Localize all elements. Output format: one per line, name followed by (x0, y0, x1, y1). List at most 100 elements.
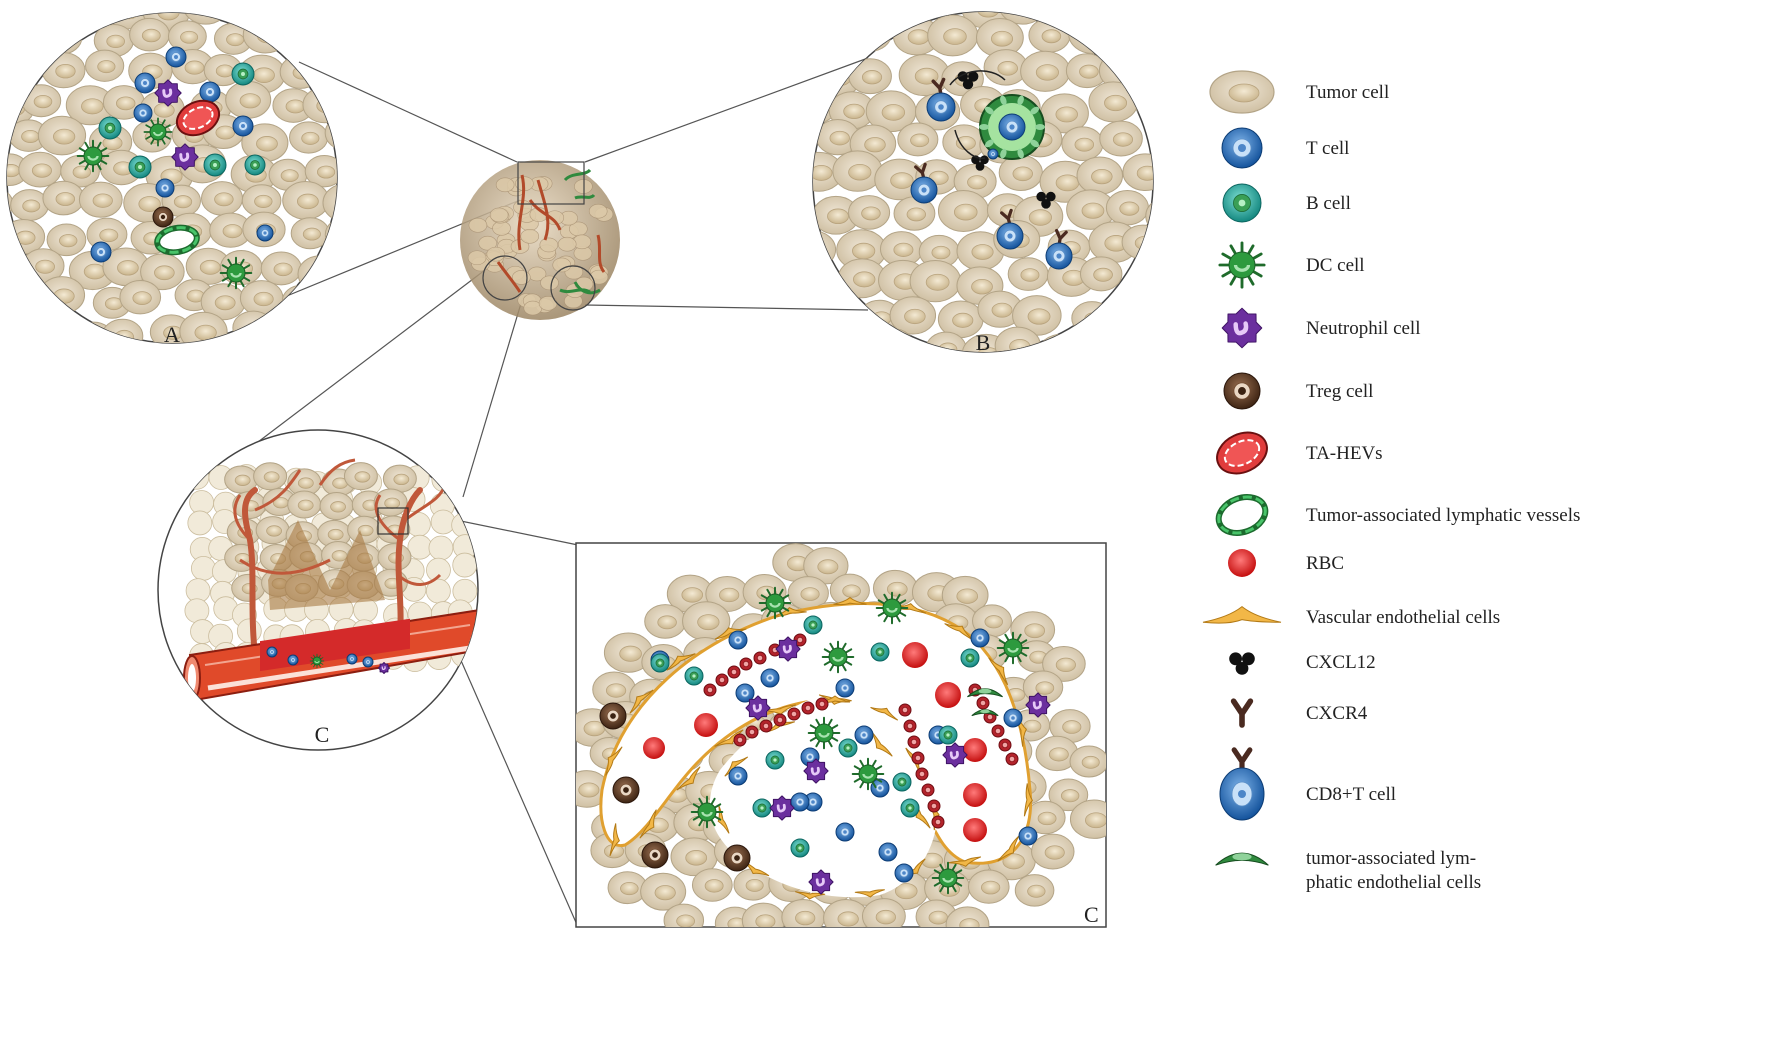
lymphatic-vessel-icon (1215, 494, 1269, 536)
tumor-cell (1048, 778, 1089, 812)
tumor-cell (129, 17, 170, 52)
b-cell (892, 772, 912, 792)
tumor-cell (42, 180, 85, 216)
panel-c (157, 429, 479, 751)
vascular-endothelial-icon (1202, 605, 1282, 624)
tumor-cell (1066, 360, 1109, 395)
t-cell (998, 113, 1026, 141)
tumor-cell (489, 207, 509, 223)
tumor-cell (324, 284, 337, 323)
rbc-in-vessel (733, 733, 747, 747)
legend-label-treg-cell: Treg cell (1306, 381, 1374, 402)
rbc-in-vessel (787, 707, 801, 721)
rbc-in-vessel (907, 735, 921, 749)
dc-cell (76, 139, 110, 173)
tumor-cell (370, 279, 417, 317)
tumor-cell (813, 230, 837, 269)
t-cell (835, 822, 855, 842)
b-cell (98, 116, 122, 140)
tumor-cell (813, 199, 815, 234)
tumor-cell (881, 12, 925, 18)
tumor-cell (1012, 295, 1062, 336)
tumor-cell (331, 22, 337, 58)
tumor-cell (7, 288, 46, 322)
tumor-cell (937, 189, 990, 232)
tumor-cell (324, 216, 337, 253)
tumor-cell (1100, 20, 1143, 56)
tumor-cell (1139, 288, 1153, 330)
tumor-cell (373, 488, 408, 517)
tumor-cell (187, 510, 213, 536)
tumor-cell (241, 123, 289, 163)
tumor-cell (897, 122, 939, 157)
tumor-cell (1037, 333, 1086, 352)
tumor-cell (282, 344, 327, 381)
tumor-cell (7, 313, 24, 343)
tumor-cell (7, 23, 13, 61)
tumor-cell (321, 49, 337, 88)
dc-cell (851, 757, 885, 791)
tumor-cell (1028, 17, 1071, 53)
dc-cell (931, 861, 965, 895)
tumor-cell (813, 118, 818, 161)
tumor-cell (849, 16, 892, 52)
t-cell (1018, 826, 1038, 846)
tumor-cell (739, 222, 788, 262)
t-cell (256, 224, 274, 242)
lymphatic-endothelial-cell (1215, 852, 1269, 866)
vascular-endothelial-cell (639, 809, 657, 839)
neutrophil-cell (1221, 307, 1263, 349)
t-cell (835, 678, 855, 698)
treg-cell (152, 206, 174, 228)
tumor-cell (1061, 126, 1104, 162)
tumor-cell (319, 492, 354, 521)
rbc-in-vessel (793, 633, 807, 647)
t-cell (90, 241, 112, 263)
b-cell (128, 155, 152, 179)
tumor-cell (309, 312, 337, 343)
legend-label-b-cell: B cell (1306, 193, 1351, 214)
b-cell (765, 750, 785, 770)
vascular-endothelial-cell (1202, 605, 1282, 624)
vessel-inner-region (709, 689, 938, 898)
tumor-cell (819, 303, 861, 338)
legend-label-t-cell: T cell (1306, 138, 1350, 159)
legend-label-lymphatic-vessel: Tumor-associated lymphatic vessels (1306, 505, 1581, 526)
tumor-cell (981, 360, 1022, 394)
legend-label-tumor-cell: Tumor cell (1306, 82, 1390, 103)
tumor-cell (377, 543, 412, 572)
tumor-cell (0, 345, 11, 383)
dc-cell (309, 653, 325, 669)
tumor-cell (813, 12, 841, 19)
zoom-circle-right (550, 265, 596, 311)
tumor-cell (241, 184, 282, 217)
treg-cell (599, 702, 627, 730)
tumor-cell (1065, 53, 1109, 89)
rbc (935, 682, 961, 708)
panel-b-label: B (975, 330, 991, 355)
tumor-cell (41, 52, 86, 89)
tumor-cell (322, 183, 337, 223)
t-cell (803, 792, 823, 812)
tumor-cell (347, 0, 389, 25)
neutrophil-cell (745, 695, 771, 721)
tumor-cell (231, 573, 266, 602)
vessel-inner-wall (207, 645, 471, 691)
tumor-cell (468, 217, 488, 233)
t-cell (735, 683, 755, 703)
t-cell (894, 863, 914, 883)
t-cell (970, 628, 990, 648)
t-cell (362, 656, 374, 668)
tumor-cell (1042, 645, 1086, 682)
legend-label-cxcr4: CXCR4 (1306, 703, 1368, 724)
blood-vessel (242, 487, 258, 658)
tumor-cell (232, 310, 275, 343)
tumor-cell (589, 269, 609, 285)
lymphatic-vessel (154, 224, 200, 256)
b-cell (203, 153, 227, 177)
t-cell (790, 792, 810, 812)
ta-hev (175, 99, 221, 137)
tumor-cell (1117, 12, 1153, 21)
tumor-cell (365, 50, 409, 86)
tumor-cell (1099, 120, 1143, 157)
